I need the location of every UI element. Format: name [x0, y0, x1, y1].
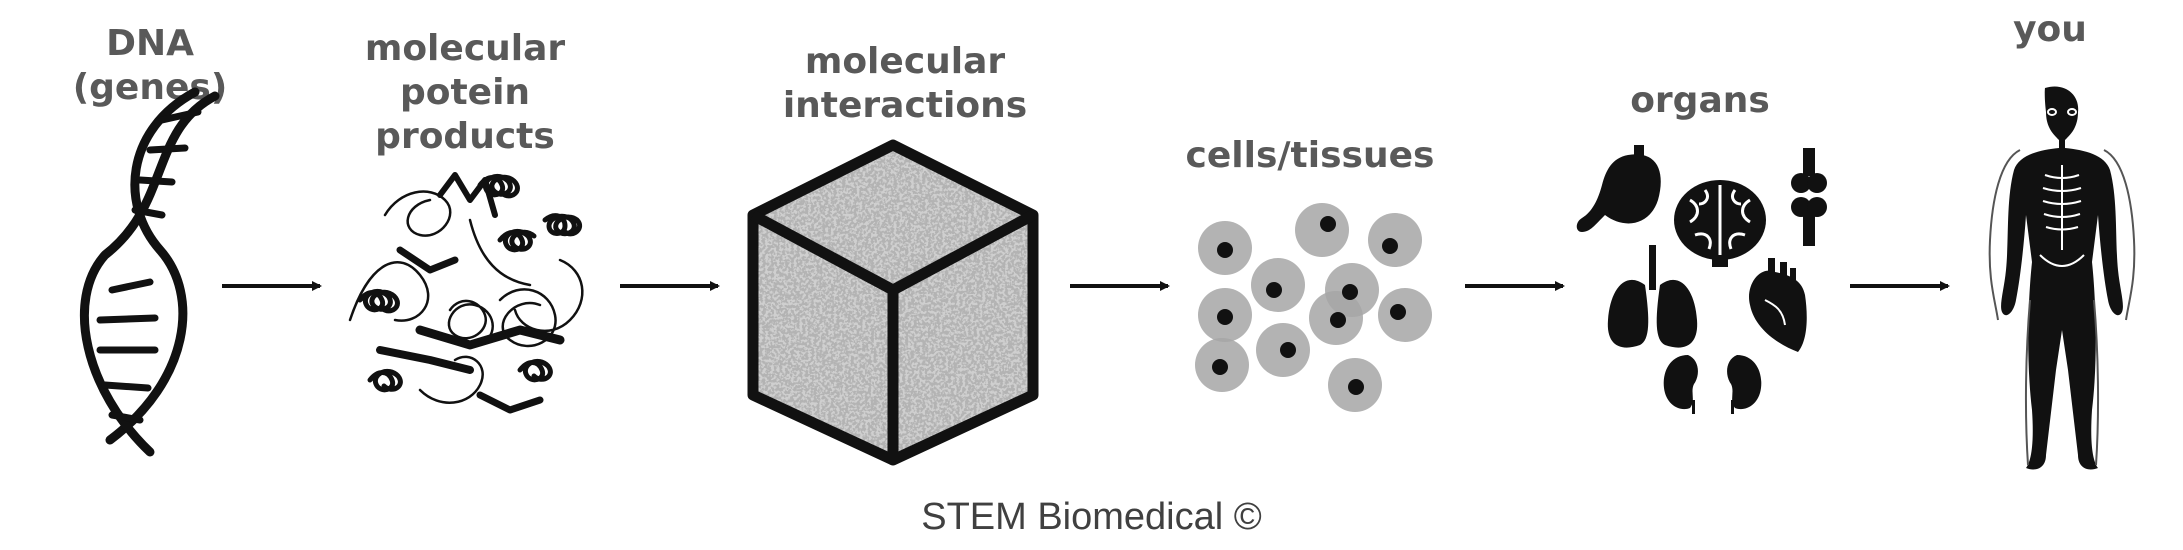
- molecular-cube-icon: [747, 139, 1039, 466]
- label-you: you: [2013, 9, 2087, 50]
- bone-joint-icon: [1791, 148, 1827, 246]
- cells-icon: [1195, 203, 1432, 412]
- heart-icon: [1749, 258, 1807, 352]
- label-organs: organs: [1630, 80, 1770, 121]
- label-interactions: molecular interactions: [782, 41, 1028, 126]
- footer-credit: STEM Biomedical ©: [921, 496, 1262, 538]
- protein-structure-icon: [348, 172, 584, 414]
- kidneys-icon: [1663, 355, 1762, 414]
- label-dna: DNA (genes): [72, 23, 228, 108]
- label-cells: cells/tissues: [1185, 135, 1435, 176]
- lungs-icon: [1607, 245, 1698, 348]
- stomach-icon: [1576, 145, 1661, 232]
- brain-icon: [1674, 180, 1766, 267]
- dna-helix-icon: [80, 87, 220, 457]
- label-proteins: molecular potein products: [364, 28, 566, 157]
- skeleton-icon: [1988, 86, 2136, 470]
